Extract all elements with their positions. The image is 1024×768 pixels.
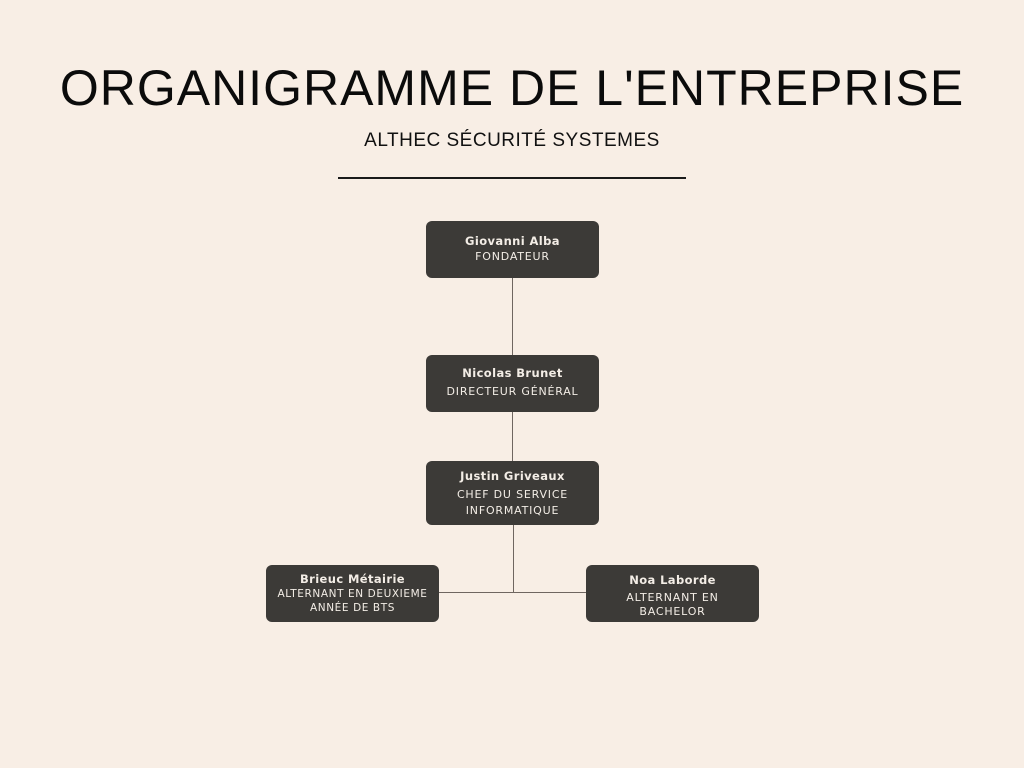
node-role: FONDATEUR <box>475 250 550 263</box>
org-node-director: Nicolas Brunet DIRECTEUR GÉNÉRAL <box>426 355 599 412</box>
node-role: CHEF DU SERVICE INFORMATIQUE <box>456 488 569 517</box>
org-node-it-head: Justin Griveaux CHEF DU SERVICE INFORMAT… <box>426 461 599 525</box>
org-node-apprentice-bts: Brieuc Métairie ALTERNANT EN DEUXIEME AN… <box>266 565 439 622</box>
node-name: Brieuc Métairie <box>299 572 406 586</box>
node-name: Nicolas Brunet <box>462 366 563 380</box>
node-role: ALTERNANT EN BACHELOR <box>626 591 719 618</box>
node-role: DIRECTEUR GÉNÉRAL <box>446 385 579 398</box>
node-name: Justin Griveaux <box>460 469 565 483</box>
title-divider <box>338 177 686 179</box>
connector-director-it-head <box>512 412 513 461</box>
node-role: ALTERNANT EN DEUXIEME ANNÉE DE BTS <box>277 588 428 614</box>
org-node-founder: Giovanni Alba FONDATEUR <box>426 221 599 278</box>
node-name: Giovanni Alba <box>465 234 560 248</box>
node-name: Noa Laborde <box>629 573 716 587</box>
company-name: ALTHEC SÉCURITÉ SYSTEMES <box>364 130 660 151</box>
connector-founder-director <box>512 278 513 355</box>
page-title: ORGANIGRAMME DE L'ENTREPRISE <box>59 60 965 116</box>
org-node-apprentice-bachelor: Noa Laborde ALTERNANT EN BACHELOR <box>586 565 759 622</box>
connector-it-head-branch <box>513 525 514 593</box>
connector-branch-horizontal <box>438 592 586 593</box>
